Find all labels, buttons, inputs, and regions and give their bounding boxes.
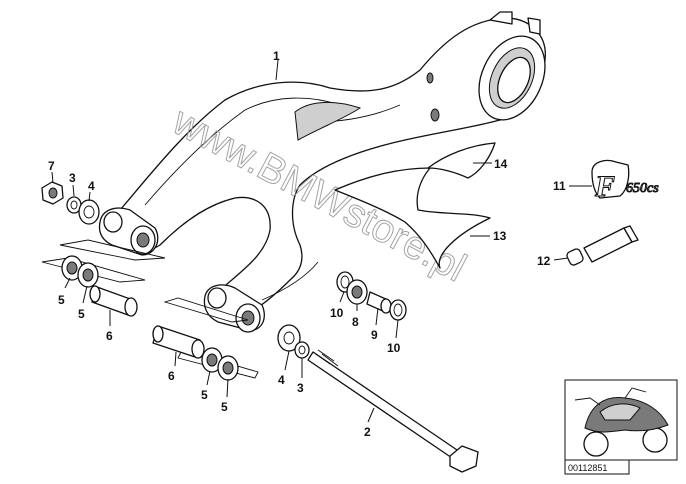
motorcycle-thumbnail: 00112851 <box>564 379 678 475</box>
nut-part-7[interactable] <box>41 181 64 205</box>
washer-part-3-right[interactable] <box>294 341 310 359</box>
callout-14: 14 <box>494 157 508 171</box>
grease-tube-part-12[interactable] <box>566 225 639 266</box>
callout-6-right: 6 <box>168 369 175 383</box>
logo-letter: F <box>594 170 615 203</box>
callout-6-left: 6 <box>106 329 113 343</box>
reference-code: 00112851 <box>568 463 607 473</box>
callout-7: 7 <box>48 159 55 173</box>
callout-5-a: 5 <box>58 293 65 307</box>
callout-12: 12 <box>537 254 551 268</box>
decal-part-14[interactable] <box>427 142 496 179</box>
callout-3-right: 3 <box>297 381 304 395</box>
swing-arm-part-1[interactable] <box>98 11 558 333</box>
callout-5-c: 5 <box>201 388 208 402</box>
bearing-part-5-b[interactable] <box>77 262 99 288</box>
callout-10-b: 10 <box>387 341 401 355</box>
bush-part-9[interactable] <box>366 291 392 314</box>
callout-10-a: 10 <box>330 306 344 320</box>
seal-part-10-b[interactable] <box>389 299 407 321</box>
washer-part-4-right[interactable] <box>277 324 301 352</box>
callout-2: 2 <box>364 425 371 439</box>
bracket-right-upper <box>163 297 249 323</box>
bearing-part-8[interactable] <box>346 279 368 305</box>
bearing-part-5-c[interactable] <box>201 347 223 373</box>
washer-part-4-left[interactable] <box>78 199 100 225</box>
axle-bolt-part-2[interactable] <box>307 349 479 473</box>
callout-3-left: 3 <box>69 171 76 185</box>
callout-8: 8 <box>352 315 359 329</box>
bush-part-6-right[interactable] <box>152 325 205 359</box>
callout-1: 1 <box>273 49 280 63</box>
callout-9: 9 <box>371 328 378 342</box>
callout-4-right: 4 <box>278 373 285 387</box>
bearing-part-5-d[interactable] <box>217 355 239 381</box>
callout-13: 13 <box>493 229 507 243</box>
logo-emblem-part-11[interactable]: F 650cs <box>591 159 660 204</box>
callout-numbers: 1 7 3 4 5 5 6 6 5 5 4 3 2 10 8 9 10 14 1… <box>48 49 566 439</box>
callout-4-left: 4 <box>88 179 95 193</box>
bracket-left-upper <box>59 239 166 261</box>
logo-model-text: 650cs <box>626 181 659 196</box>
callout-11: 11 <box>553 179 566 193</box>
leader-lines <box>51 59 592 423</box>
callout-5-b: 5 <box>78 307 85 321</box>
callout-5-d: 5 <box>221 400 228 414</box>
bush-part-6-left[interactable] <box>89 285 138 317</box>
